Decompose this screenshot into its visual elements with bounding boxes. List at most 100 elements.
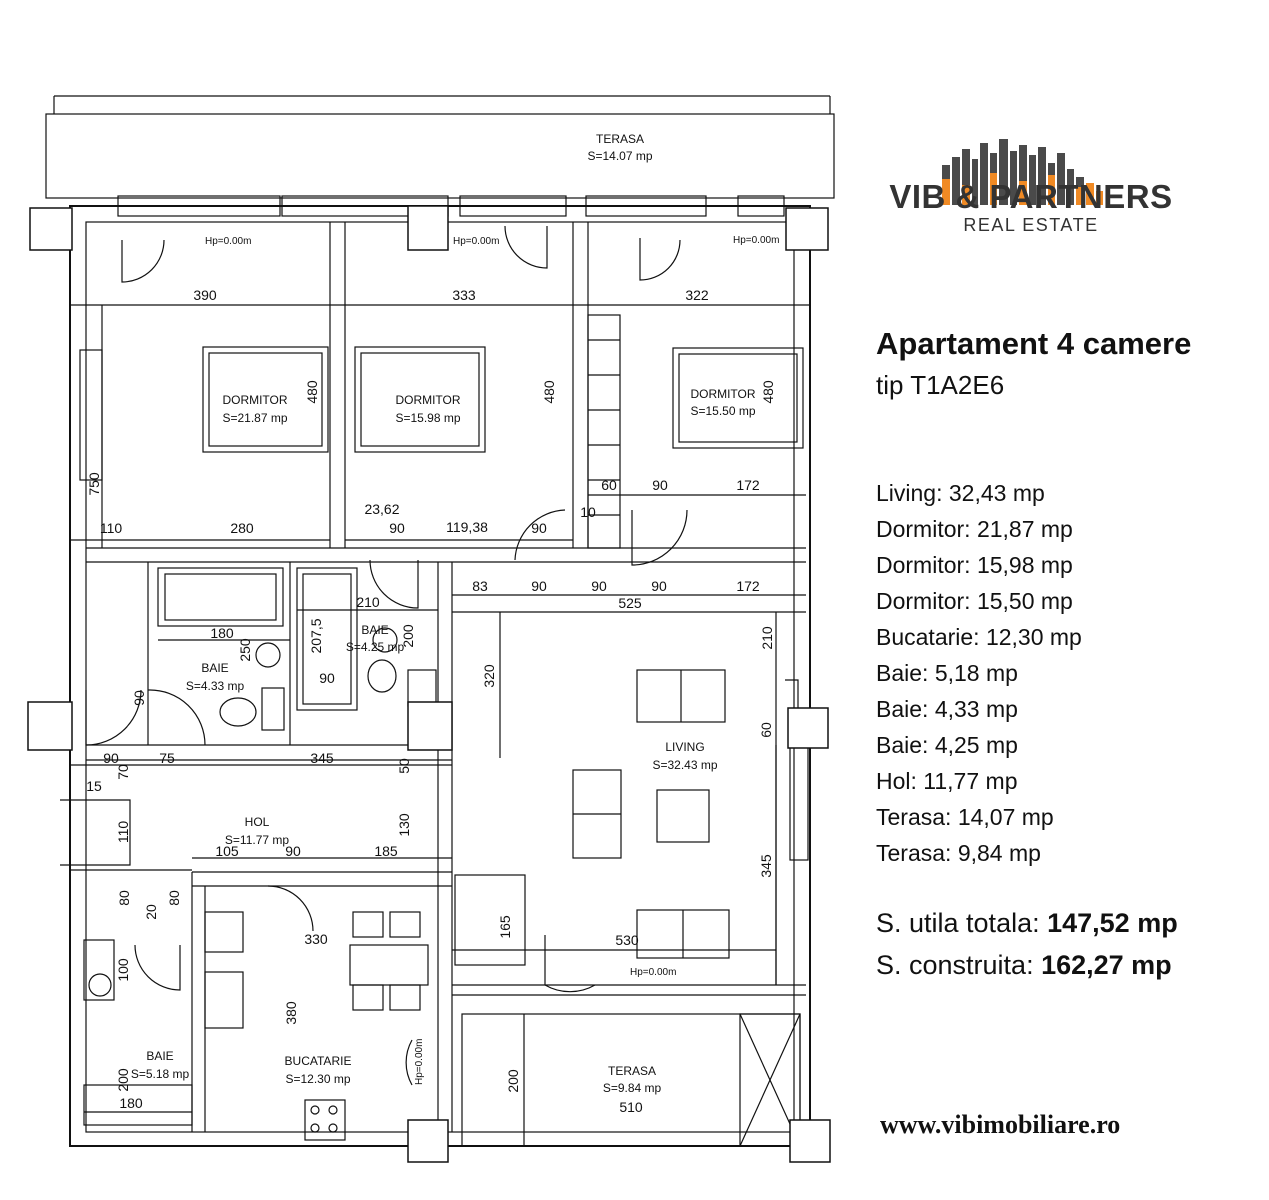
- room-area-terrace-bottom: S=9.84 mp: [603, 1081, 662, 1095]
- dim-label: 90: [103, 750, 119, 766]
- hp-label: Hp=0.00m: [733, 235, 779, 246]
- dim-label: 480: [304, 380, 320, 404]
- dim-label: 250: [237, 638, 253, 662]
- dim-label: 333: [452, 287, 476, 303]
- built-area-label: S. construita:: [876, 950, 1042, 980]
- dim-label: 23,62: [364, 501, 399, 517]
- dim-label: 480: [541, 380, 557, 404]
- dim-label: 390: [193, 287, 217, 303]
- area-item: Living: 32,43 mp: [876, 480, 1045, 506]
- area-item: Dormitor: 21,87 mp: [876, 516, 1073, 542]
- dim-label: 207,5: [308, 618, 324, 653]
- dim-label: 172: [736, 578, 760, 594]
- room-area-hall: S=11.77 mp: [225, 833, 289, 847]
- dim-label: 185: [374, 843, 398, 859]
- brand-name: VIB & PARTNERS: [889, 178, 1173, 215]
- dim-label: 83: [472, 578, 488, 594]
- room-area-bedroom-3: S=15.50 mp: [690, 404, 755, 418]
- dim-label: 320: [481, 664, 497, 688]
- dim-label: 80: [116, 890, 132, 906]
- hp-label: Hp=0.00m: [414, 1039, 425, 1085]
- room-area-kitchen: S=12.30 mp: [285, 1072, 350, 1086]
- dim-label: 345: [310, 750, 334, 766]
- room-area-bedroom-1: S=21.87 mp: [222, 411, 287, 425]
- dim-label: 90: [531, 578, 547, 594]
- dim-label: 200: [400, 624, 416, 648]
- room-name-kitchen: BUCATARIE: [285, 1054, 352, 1068]
- room-name-living: LIVING: [665, 740, 704, 754]
- dim-label: 90: [131, 690, 147, 706]
- floor-plan: TERASA S=14.07 mp DORMITOR S=21.87 mp DO…: [27, 95, 835, 1163]
- dim-label: 210: [356, 594, 380, 610]
- room-area-bath-3: S=5.18 mp: [131, 1067, 190, 1081]
- dim-label: 210: [759, 626, 775, 650]
- hp-label: Hp=0.00m: [205, 236, 251, 247]
- dim-label: 90: [651, 578, 667, 594]
- area-list: Living: 32,43 mp Dormitor: 21,87 mp Dorm…: [876, 478, 1082, 874]
- area-item: Terasa: 14,07 mp: [876, 804, 1054, 830]
- built-area-total: S. construita: 162,27 mp: [876, 950, 1172, 981]
- dim-label: 100: [115, 958, 131, 982]
- dim-label: 110: [115, 821, 131, 844]
- dim-label: 750: [86, 472, 102, 496]
- dim-label: 60: [758, 722, 774, 738]
- dim-label: 510: [619, 1099, 643, 1115]
- dim-label: 380: [283, 1001, 299, 1025]
- dim-label: 90: [531, 520, 547, 536]
- area-item: Baie: 4,33 mp: [876, 696, 1018, 722]
- useful-area-total: S. utila totala: 147,52 mp: [876, 908, 1178, 939]
- room-area-bedroom-2: S=15.98 mp: [395, 411, 460, 425]
- hp-label: Hp=0.00m: [453, 236, 499, 247]
- area-item: Terasa: 9,84 mp: [876, 840, 1041, 866]
- room-name-bath-3: BAIE: [146, 1049, 173, 1063]
- room-area-bath-2: S=4.25 mp: [346, 640, 405, 654]
- sidebar: VIB & PARTNERS REAL ESTATE Apartament 4 …: [860, 0, 1269, 1200]
- dim-label: 180: [210, 625, 234, 641]
- area-item: Hol: 11,77 mp: [876, 768, 1018, 794]
- area-item: Dormitor: 15,98 mp: [876, 552, 1073, 578]
- dim-label: 90: [285, 843, 301, 859]
- dim-label: 330: [304, 931, 328, 947]
- apartment-type: tip T1A2E6: [876, 370, 1005, 400]
- dim-label: 15: [86, 778, 102, 794]
- dim-label: 90: [389, 520, 405, 536]
- dim-label: 130: [396, 813, 412, 837]
- hp-label: Hp=0.00m: [630, 967, 676, 978]
- apartment-title: Apartament 4 camere: [876, 326, 1192, 361]
- room-name-bath-2: BAIE: [361, 623, 388, 637]
- brand-logo-icon: [942, 139, 1103, 205]
- area-item: Baie: 5,18 mp: [876, 660, 1018, 686]
- dim-label: 119,38: [446, 519, 488, 535]
- dim-label: 280: [230, 520, 254, 536]
- dim-label: 60: [601, 477, 617, 493]
- dim-label: 530: [615, 932, 639, 948]
- area-item: Baie: 4,25 mp: [876, 732, 1018, 758]
- room-name-bath-1: BAIE: [201, 661, 228, 675]
- room-area-terrace-top: S=14.07 mp: [587, 149, 652, 163]
- dim-label: 105: [215, 843, 239, 859]
- dim-label: 50: [396, 758, 412, 774]
- dim-label: 90: [652, 477, 668, 493]
- built-area-value: 162,27 mp: [1041, 950, 1172, 980]
- top-terrace-outline: [45, 113, 835, 199]
- dim-label: 75: [159, 750, 175, 766]
- dim-label: 480: [760, 380, 776, 404]
- room-name-bedroom-2: DORMITOR: [395, 393, 460, 407]
- dim-label: 172: [736, 477, 760, 493]
- website-link[interactable]: www.vibimobiliare.ro: [880, 1110, 1121, 1139]
- useful-area-label: S. utila totala:: [876, 908, 1048, 938]
- useful-area-value: 147,52 mp: [1047, 908, 1178, 938]
- dim-label: 10: [580, 504, 596, 520]
- dim-label: 20: [143, 904, 159, 920]
- dim-label: 525: [618, 595, 642, 611]
- room-area-bath-1: S=4.33 mp: [186, 679, 245, 693]
- area-item: Dormitor: 15,50 mp: [876, 588, 1073, 614]
- room-name-hall: HOL: [245, 815, 270, 829]
- room-name-terrace-top: TERASA: [596, 132, 644, 146]
- brand-subtitle: REAL ESTATE: [963, 215, 1099, 235]
- room-area-living: S=32.43 mp: [652, 758, 717, 772]
- dim-label: 110: [100, 520, 123, 536]
- dim-label: 70: [115, 764, 131, 780]
- dim-label: 345: [758, 854, 774, 878]
- area-item: Bucatarie: 12,30 mp: [876, 624, 1082, 650]
